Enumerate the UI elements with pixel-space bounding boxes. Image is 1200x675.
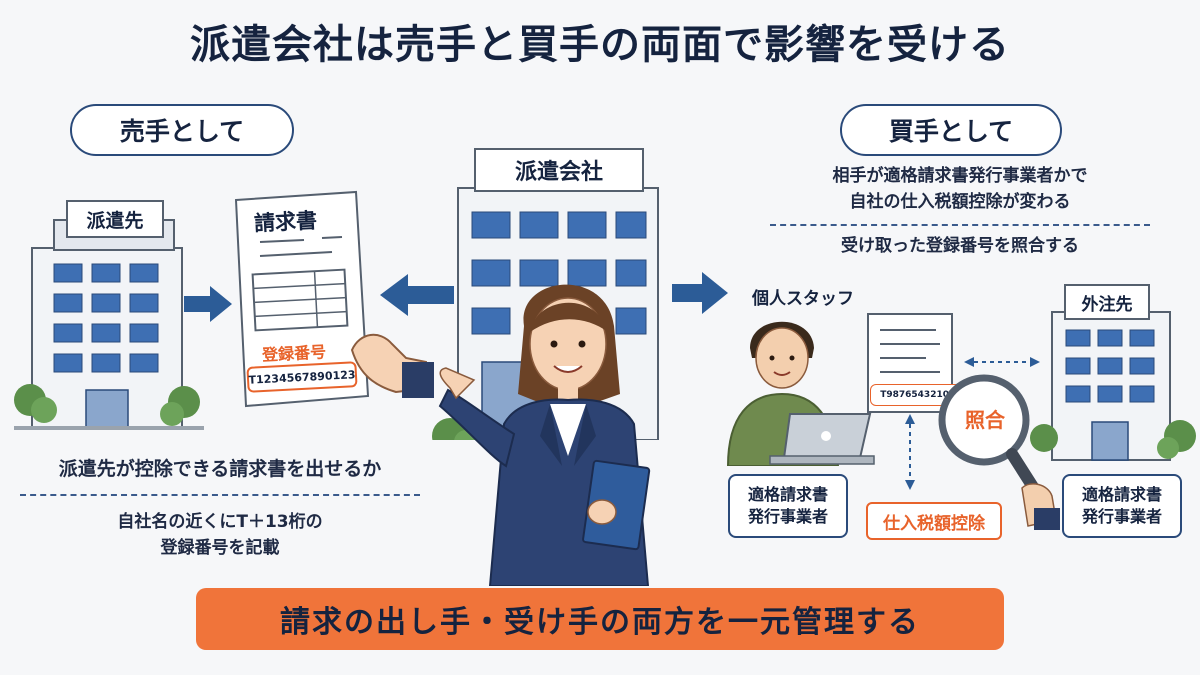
seller-heading: 売手として [70,104,294,156]
seller-caption-2: 自社名の近くにT＋13桁の 登録番号を記載 [10,510,430,561]
page-title: 派遣会社は売手と買手の両面で影響を受ける [190,22,1010,68]
staff-qualified-label: 適格請求書 発行事業者 [728,474,848,538]
buyer-heading: 買手として [840,104,1062,156]
arrow-right-icon [184,286,232,322]
businesswoman-illustration [438,284,651,586]
buyer-divider [770,224,1150,226]
horizontal-double-arrow-icon [964,357,1040,367]
invoice-reg-label: 登録番号 [261,342,327,365]
summary-banner: 請求の出し手・受け手の両方を一元管理する [196,588,1004,650]
client-sign: 派遣先 [66,200,164,238]
seller-caption-2-line1: 自社名の近くにT＋13桁の [117,512,323,532]
invoice-document-illustration [234,190,370,408]
staff-label: 個人スタッフ [752,289,854,309]
buyer-caption-1-line2: 自社の仕入税額控除が変わる [849,191,1071,212]
staff-qualified-line2: 発行事業者 [747,507,828,526]
invoice-title: 請求書 [253,208,318,236]
contractor-qualified-line2: 発行事業者 [1081,507,1162,526]
seller-caption-1: 派遣先が控除できる請求書を出せるか [58,458,382,480]
buyer-caption-1-line1: 相手が適格請求書発行事業者かで [832,166,1088,186]
staff-qualified-line1: 適格請求書 [747,485,828,505]
arrow-left-icon [380,274,454,316]
contractor-sign: 外注先 [1064,284,1150,320]
client-building-illustration [14,219,204,430]
company-sign: 派遣会社 [474,148,644,192]
buyer-caption-2: 受け取った登録番号を照合する [841,236,1079,256]
magnifier-icon [938,374,1060,530]
check-label: 照合 [965,408,1005,432]
staff-laptop-illustration [726,321,875,466]
seller-caption-2-line2: 登録番号を記載 [160,537,280,558]
vertical-double-arrow-icon [905,414,915,490]
buyer-caption-1: 相手が適格請求書発行事業者かで 自社の仕入税額控除が変わる [760,164,1160,215]
contractor-qualified-label: 適格請求書 発行事業者 [1062,474,1182,538]
seller-divider [20,494,420,496]
arrow-right-icon [672,272,728,314]
hand-illustration [350,334,434,398]
contractor-building-illustration [1030,311,1196,461]
input-tax-credit-label: 仕入税額控除 [866,502,1002,540]
contractor-qualified-line1: 適格請求書 [1081,485,1162,505]
